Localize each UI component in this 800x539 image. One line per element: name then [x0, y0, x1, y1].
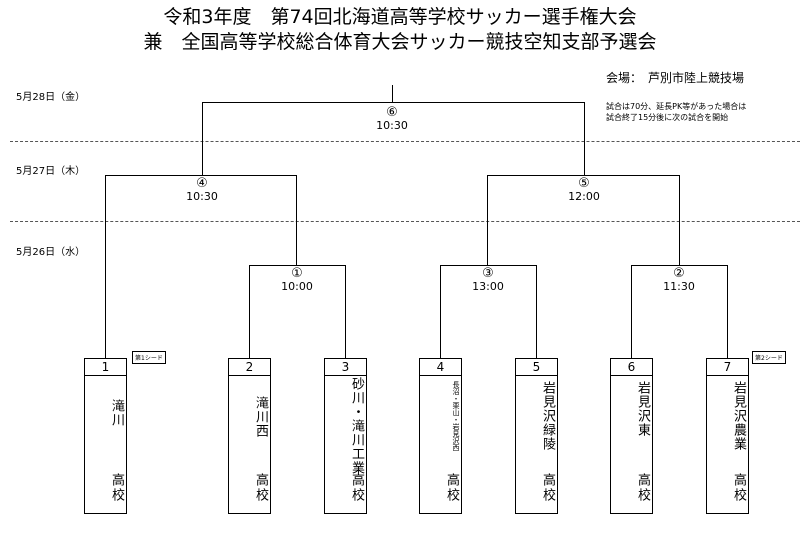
day-divider [10, 221, 800, 222]
match-6-label: ⑥ 10:30 [352, 106, 432, 132]
venue-label: 会場： 芦別市陸上競技場 [606, 71, 745, 85]
team-number: 5 [516, 359, 557, 376]
team-suffix: 高校 [540, 473, 555, 503]
tournament-subtitle: 兼 全国高等学校総合体育大会サッカー競技空知支部予選会 [143, 31, 657, 53]
day-divider [10, 141, 800, 142]
tournament-title: 令和3年度 第74回北海道高等学校サッカー選手権大会 [163, 6, 637, 28]
seed-badge-1: 第1シード [132, 351, 166, 364]
bracket-line [105, 175, 106, 358]
team-suffix: 高校 [444, 473, 459, 503]
bracket-line [105, 175, 297, 176]
schedule-note-line1: 試合は70分、延長PK等があった場合は [606, 102, 747, 111]
team-box-6: 6 岩見沢東 高校 [610, 358, 653, 514]
bracket-line [631, 265, 632, 358]
bracket-line [392, 85, 393, 102]
match-number: ⑤ [578, 176, 590, 191]
bracket-line [249, 265, 250, 358]
match-number: ② [673, 266, 685, 281]
team-name: 砂川・滝川工業 [349, 377, 364, 475]
match-number: ③ [482, 266, 494, 281]
schedule-note: 試合は70分、延長PK等があった場合は 試合終了15分後に次の試合を開始 [606, 101, 746, 123]
bracket-line [727, 265, 728, 358]
match-time: 10:00 [281, 280, 313, 293]
bracket-line [679, 175, 680, 265]
team-name: 岩見沢東 [635, 381, 650, 437]
match-3-label: ③ 13:00 [448, 267, 528, 293]
team-number: 3 [325, 359, 366, 376]
match-number: ④ [196, 176, 208, 191]
team-box-7: 7 岩見沢農業 高校 [706, 358, 749, 514]
team-number: 2 [229, 359, 270, 376]
match-number: ⑥ [386, 105, 398, 120]
bracket-line [249, 265, 346, 266]
bracket-line [202, 102, 585, 103]
bracket-line [440, 265, 441, 358]
match-time: 10:30 [376, 119, 408, 132]
team-box-2: 2 滝川西 高校 [228, 358, 271, 514]
date-label-day1: 5月26日（水） [16, 247, 86, 258]
team-box-3: 3 砂川・滝川工業 高校 [324, 358, 367, 514]
team-number: 4 [420, 359, 461, 376]
team-name: 滝川西 [253, 396, 268, 438]
team-number: 6 [611, 359, 652, 376]
match-time: 13:00 [472, 280, 504, 293]
seed-badge-2: 第2シード [752, 351, 786, 364]
team-box-4: 4 長沼・栗山・岩見沢西 高校 [419, 358, 462, 514]
bracket-line [202, 102, 203, 175]
team-suffix: 高校 [635, 473, 650, 503]
date-label-day2: 5月27日（木） [16, 166, 86, 177]
match-time: 10:30 [186, 190, 218, 203]
bracket-line [584, 102, 585, 175]
match-5-label: ⑤ 12:00 [544, 177, 624, 203]
bracket-line [345, 265, 346, 358]
team-number: 1 [85, 359, 126, 376]
schedule-note-line2: 試合終了15分後に次の試合を開始 [606, 113, 729, 122]
team-name: 岩見沢緑陵 [540, 381, 555, 451]
team-box-1: 1 滝川 高校 [84, 358, 127, 514]
match-4-label: ④ 10:30 [162, 177, 242, 203]
match-time: 11:30 [663, 280, 695, 293]
bracket-line [487, 175, 680, 176]
team-suffix: 高校 [731, 473, 746, 503]
bracket-line [440, 265, 537, 266]
team-suffix: 高校 [109, 473, 124, 503]
team-number: 7 [707, 359, 748, 376]
match-1-label: ① 10:00 [257, 267, 337, 293]
bracket-line [296, 175, 297, 265]
team-suffix: 高校 [349, 473, 364, 503]
team-box-5: 5 岩見沢緑陵 高校 [515, 358, 558, 514]
match-number: ① [291, 266, 303, 281]
date-label-day3: 5月28日（金） [16, 92, 86, 103]
bracket-line [487, 175, 488, 265]
team-name: 滝川 [109, 399, 124, 427]
bracket-line [536, 265, 537, 358]
team-suffix: 高校 [253, 473, 268, 503]
team-name: 長沼・栗山・岩見沢西 [452, 381, 460, 451]
match-2-label: ② 11:30 [639, 267, 719, 293]
team-name: 岩見沢農業 [731, 381, 746, 451]
bracket-line [631, 265, 728, 266]
match-time: 12:00 [568, 190, 600, 203]
